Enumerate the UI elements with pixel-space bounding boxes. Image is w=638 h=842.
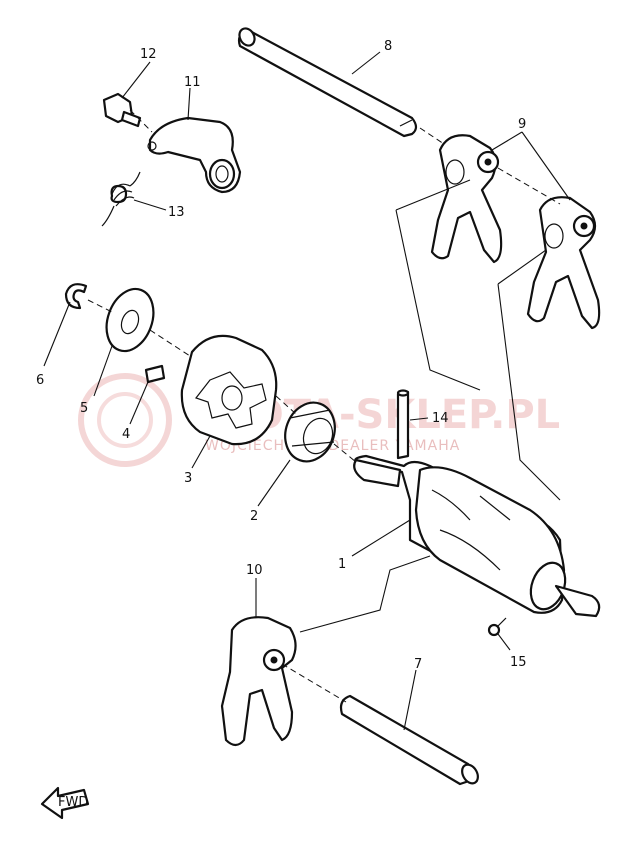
- part-15-screw: [487, 617, 507, 637]
- callout-8: 8: [384, 39, 392, 54]
- callout-13: 13: [168, 205, 185, 220]
- part-7-shift-fork-shaft: [281, 663, 479, 786]
- assembly-lines: [87, 109, 561, 633]
- part-6-circlip: [64, 283, 88, 310]
- callout-leaders: [43, 51, 571, 731]
- forward-arrow-icon: FWD: [40, 786, 90, 820]
- callout-10: 10: [246, 563, 263, 578]
- watermark-subtitle: WOJCIECH CZ | DEALER YAMAHA: [205, 438, 460, 454]
- callout-5: 5: [80, 401, 88, 416]
- part-9-shift-fork-upper: [430, 134, 503, 264]
- callout-7: 7: [414, 657, 422, 672]
- callout-15: 15: [510, 655, 527, 670]
- callout-labels: 1 2 3 4 5 6 7 8 9 10 11 12 13 14 15: [36, 39, 527, 672]
- part-9-shift-fork-lower: [526, 196, 601, 330]
- part-4-pin: [144, 364, 166, 384]
- watermark-logo-icon: [78, 373, 172, 467]
- part-12-bolt: [102, 92, 142, 128]
- part-3-segment: [180, 334, 278, 446]
- fwd-label: FWD: [58, 795, 88, 810]
- part-8-shift-fork-shaft: [237, 27, 451, 149]
- part-1-shift-drum: [353, 454, 601, 618]
- callout-9: 9: [518, 117, 526, 132]
- part-10-shift-fork: [220, 616, 297, 747]
- callout-1: 1: [338, 557, 346, 572]
- callout-14: 14: [432, 411, 449, 426]
- part-14-dowel-pin: [396, 389, 410, 460]
- part-5-washer: [105, 287, 155, 353]
- callout-3: 3: [184, 471, 192, 486]
- part-11-stopper-lever: [147, 116, 242, 194]
- callout-6: 6: [36, 373, 44, 388]
- callout-4: 4: [122, 427, 130, 442]
- part-13-spring: [101, 171, 141, 227]
- callout-12: 12: [140, 47, 157, 62]
- part-2-bearing: [284, 401, 336, 463]
- callout-2: 2: [250, 509, 258, 524]
- callout-11: 11: [184, 75, 201, 90]
